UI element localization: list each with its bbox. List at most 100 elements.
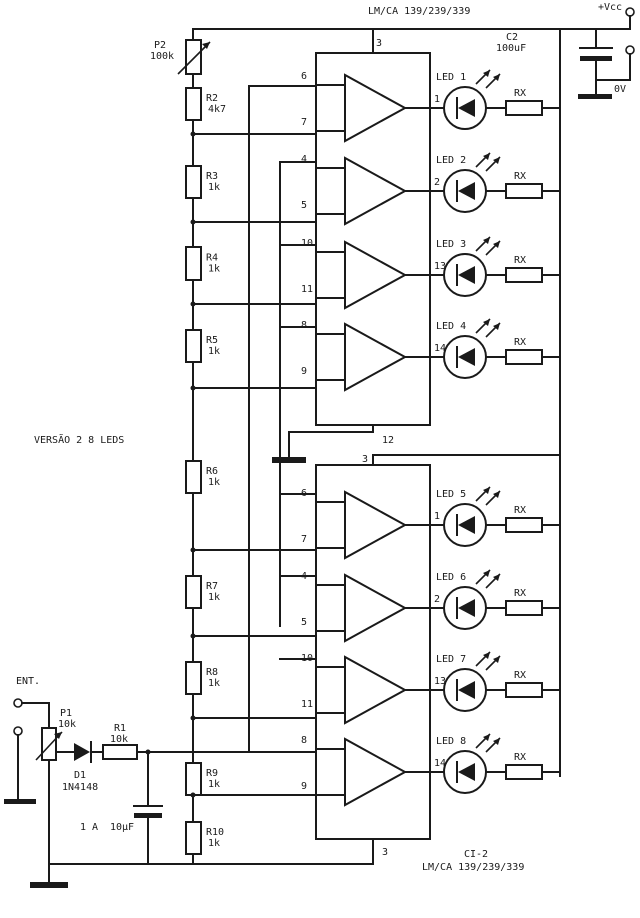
comparator-out-pin: 13	[434, 261, 446, 272]
junction-dot	[190, 219, 196, 225]
ladder-resistor-value: 1k	[208, 592, 220, 603]
comparator-out-pin: 1	[434, 511, 440, 522]
comparator-out-pin: 14	[434, 343, 446, 354]
ladder-resistor[interactable]	[185, 762, 202, 796]
ic1-part-label: LM/CA 139/239/339	[368, 6, 470, 17]
led-arrow-head	[493, 738, 500, 745]
ladder-resistor[interactable]	[185, 246, 202, 281]
p1-wiper-arrow	[54, 732, 62, 739]
led-diode-icon	[458, 599, 475, 617]
comparator	[344, 156, 408, 226]
comparator-out-pin: 13	[434, 676, 446, 687]
ladder-resistor-ref: R7	[206, 581, 218, 592]
input-ground-bar	[4, 799, 36, 804]
comparator	[344, 240, 408, 310]
led-arrow-head	[493, 491, 500, 498]
ladder-resistor[interactable]	[185, 329, 202, 363]
ladder-resistor-ref: R10	[206, 827, 224, 838]
c2-ref: C2	[506, 32, 518, 43]
comparator-pin-b: 11	[301, 699, 313, 710]
comparator-pin-a: 8	[301, 735, 307, 746]
ic2-pin-top: 3	[362, 454, 368, 465]
ladder-resistor-value: 1k	[208, 838, 220, 849]
ladder-resistor-value: 1k	[208, 182, 220, 193]
led-arrow-head	[493, 574, 500, 581]
comparator-pin-b: 5	[301, 617, 307, 628]
led-diode-icon	[458, 516, 475, 534]
c2-ground-bar	[578, 94, 612, 99]
p2-potentiometer[interactable]	[185, 39, 202, 75]
junction-dot	[190, 715, 196, 721]
ladder-resistor-value: 1k	[208, 477, 220, 488]
main-ground-bar	[30, 882, 68, 888]
led-arrow-head	[493, 241, 500, 248]
led-arrow-head	[493, 656, 500, 663]
version-label: VERSÃO 2 8 LEDS	[34, 433, 124, 446]
ic2-pin-bottom: 3	[382, 847, 388, 858]
ic2-ref-label: CI-2	[464, 849, 488, 860]
ladder-resistor-ref: R2	[206, 93, 218, 104]
rx-label: RX	[514, 670, 526, 681]
junction-dot	[190, 547, 196, 553]
comparator-pin-b: 5	[301, 200, 307, 211]
ladder-resistor-value: 4k7	[208, 104, 226, 115]
comparator-pin-b: 11	[301, 284, 313, 295]
comparator	[344, 322, 408, 392]
rx-resistor[interactable]	[505, 764, 543, 780]
rx-resistor[interactable]	[505, 267, 543, 283]
d1-value: 1N4148	[62, 782, 98, 793]
ladder-resistor-value: 1k	[208, 264, 220, 275]
ladder-resistor[interactable]	[185, 460, 202, 494]
comparator-out-pin: 2	[434, 594, 440, 605]
ladder-resistor-ref: R4	[206, 253, 218, 264]
input-terminal-2[interactable]	[13, 726, 23, 736]
led-diode-icon	[458, 348, 475, 366]
r1-resistor[interactable]	[102, 744, 138, 760]
led-label: LED 7	[436, 654, 466, 665]
r1-value: 10k	[110, 734, 128, 745]
comparator-pin-a: 10	[301, 238, 313, 249]
led-label: LED 3	[436, 239, 466, 250]
rx-label: RX	[514, 255, 526, 266]
ic1-ground-bar	[272, 457, 306, 463]
p2-ref: P2	[154, 40, 166, 51]
led-label: LED 6	[436, 572, 466, 583]
led-label: LED 8	[436, 736, 466, 747]
rx-resistor[interactable]	[505, 183, 543, 199]
d1-diode[interactable]	[74, 743, 90, 761]
ladder-resistor-value: 1k	[208, 346, 220, 357]
led-arrow-head	[483, 319, 490, 326]
rx-resistor[interactable]	[505, 682, 543, 698]
comparator-pin-a: 4	[301, 154, 307, 165]
vcc-terminal[interactable]	[625, 7, 635, 17]
rx-resistor[interactable]	[505, 517, 543, 533]
ic1-pin-top: 3	[376, 38, 382, 49]
ladder-resistor[interactable]	[185, 575, 202, 609]
ladder-resistor[interactable]	[185, 661, 202, 695]
led-arrow-head	[483, 237, 490, 244]
led-arrow-head	[483, 734, 490, 741]
led-arrow-head	[483, 487, 490, 494]
rx-resistor[interactable]	[505, 100, 543, 116]
led-arrow-head	[493, 157, 500, 164]
led-diode-icon	[458, 763, 475, 781]
comparator	[344, 490, 408, 560]
p2-wiper-arrow	[202, 42, 210, 49]
comparator-out-pin: 2	[434, 177, 440, 188]
rx-resistor[interactable]	[505, 349, 543, 365]
ladder-resistor[interactable]	[185, 821, 202, 855]
led-label: LED 4	[436, 321, 466, 332]
ladder-resistor[interactable]	[185, 165, 202, 199]
rx-resistor[interactable]	[505, 600, 543, 616]
comparator	[344, 737, 408, 807]
led-arrow-head	[483, 652, 490, 659]
p1-potentiometer[interactable]	[41, 727, 57, 761]
rx-label: RX	[514, 752, 526, 763]
led-label: LED 1	[436, 72, 466, 83]
input-terminal-1[interactable]	[13, 698, 23, 708]
comparator-out-pin: 14	[434, 758, 446, 769]
rx-label: RX	[514, 337, 526, 348]
gnd-terminal[interactable]	[625, 45, 635, 55]
ladder-resistor[interactable]	[185, 87, 202, 121]
